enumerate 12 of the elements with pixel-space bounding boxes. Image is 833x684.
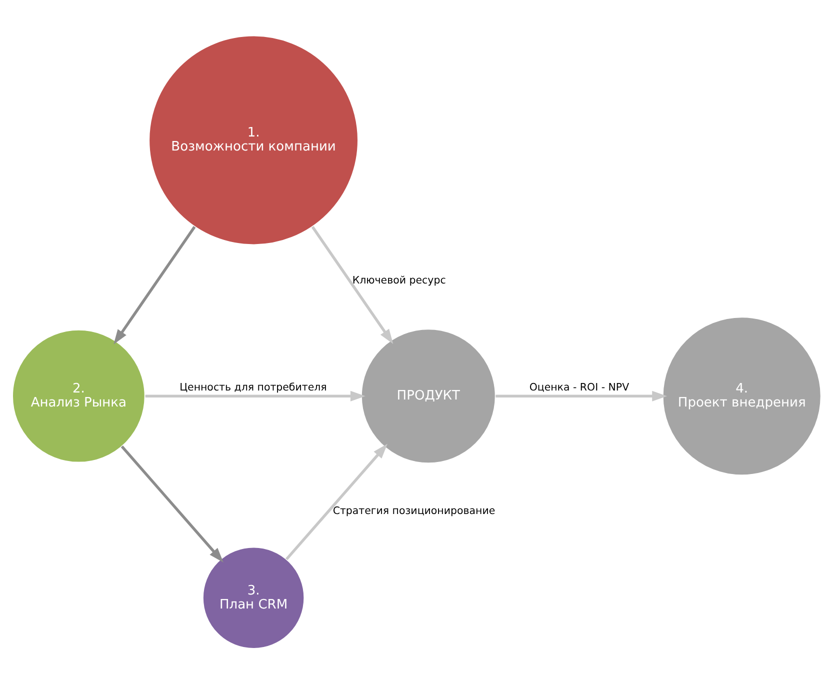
arrow — [285, 444, 388, 560]
arrow — [114, 226, 196, 344]
edge-label: Ключевой ресурс — [352, 276, 446, 287]
arrow — [311, 226, 394, 344]
node-circle: 1. Возможности компании — [148, 35, 358, 246]
edge-label: Оценка - ROI - NPV — [529, 382, 630, 394]
edge-label: Стратегия позиционирование — [332, 506, 496, 517]
edge-label: Ценность для потребителя — [180, 382, 327, 394]
arrow — [145, 390, 366, 402]
node-circle: 4. Проект внедрения — [662, 316, 822, 476]
arrow — [496, 390, 668, 402]
arrow — [120, 446, 224, 563]
